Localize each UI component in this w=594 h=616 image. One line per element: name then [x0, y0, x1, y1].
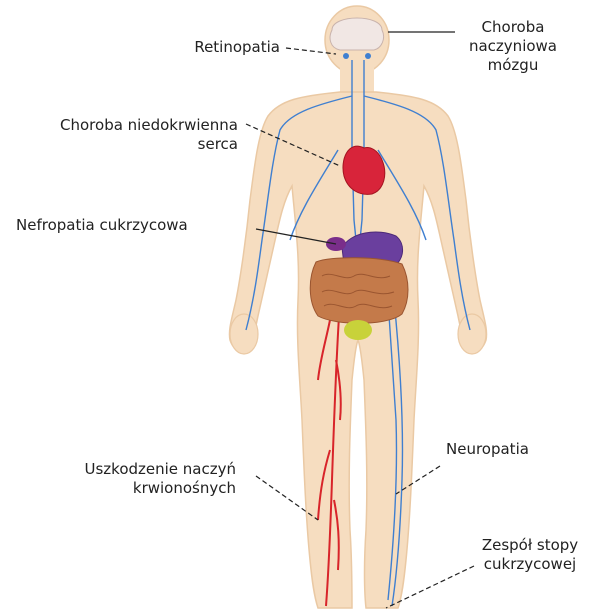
label-nefropatia: Nefropatia cukrzycowa [16, 216, 188, 235]
label-retinopatia: Retinopatia [120, 38, 280, 57]
label-stopa: Zespół stopy cukrzycowej [466, 536, 594, 574]
label-choroba-serca: Choroba niedokrwienna serca [0, 116, 238, 154]
brain [330, 18, 384, 50]
label-neuropatia: Neuropatia [446, 440, 529, 459]
label-uszkodzenie: Uszkodzenie naczyń krwionośnych [18, 460, 236, 498]
right-hand [458, 314, 486, 354]
left-eye [343, 53, 349, 59]
label-choroba-mozgu: Choroba naczyniowa mózgu [448, 18, 578, 75]
left-hand [230, 314, 258, 354]
bladder [344, 320, 372, 340]
right-eye [365, 53, 371, 59]
